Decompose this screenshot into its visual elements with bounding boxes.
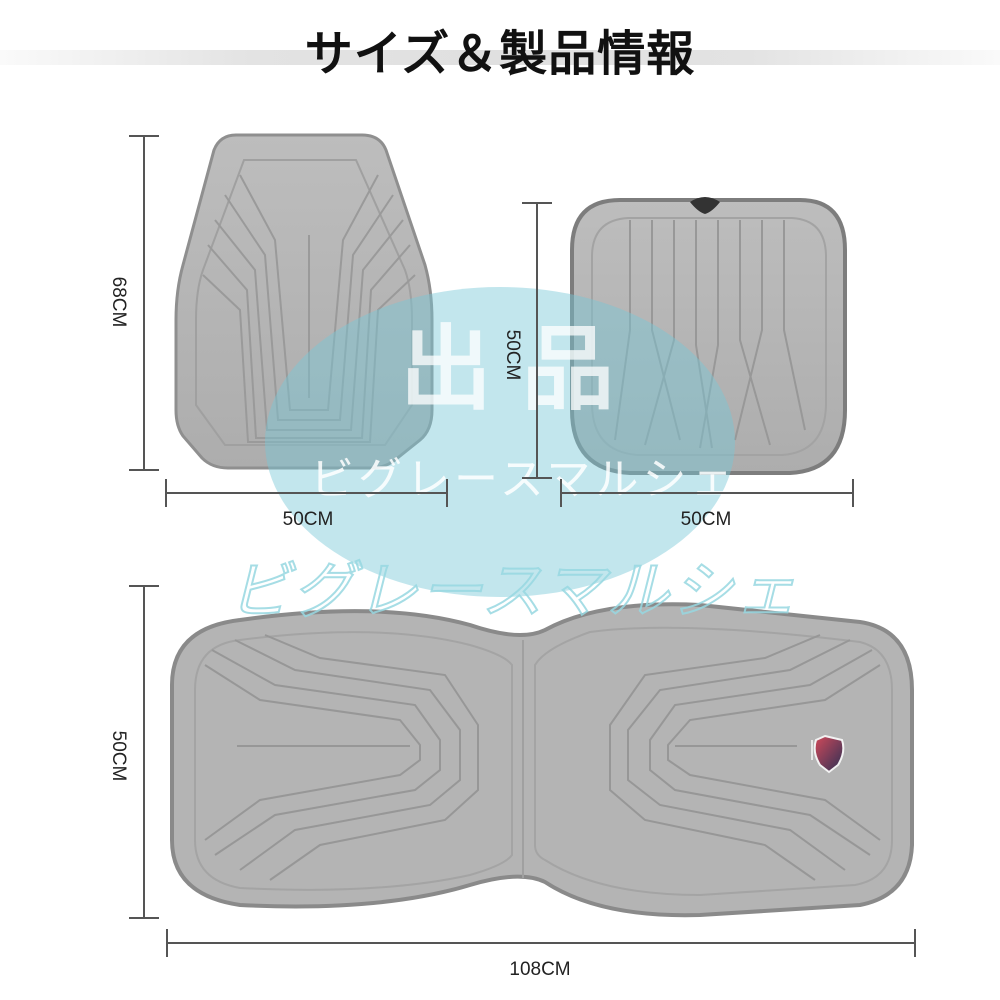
seat-width-line — [561, 492, 853, 494]
dimension-cap — [852, 479, 854, 507]
dimension-cap — [129, 585, 159, 587]
seat-height-line — [536, 203, 538, 478]
backrest-height-line — [143, 136, 145, 470]
watermark-shop-name: ビグレースマルシェ — [310, 454, 739, 505]
dimension-cap — [129, 135, 159, 137]
seat-width-label: 50CM — [680, 509, 732, 530]
backrest-cushion-image — [174, 133, 434, 470]
dimension-cap — [166, 929, 168, 957]
watermark-seller-label: 出品 — [400, 316, 645, 423]
dimension-cap — [165, 479, 167, 507]
backrest-width-line — [166, 492, 448, 494]
dimension-cap — [914, 929, 916, 957]
dimension-cap — [522, 477, 552, 479]
dimension-cap — [129, 469, 159, 471]
seat-cushion-image — [570, 197, 847, 475]
cover-width-label: 108CM — [509, 959, 571, 980]
page-title: サイズ＆製品情報 — [304, 26, 696, 82]
dimension-cap — [129, 917, 159, 919]
watermark-shop-name-outline: ビグレースマルシェ — [227, 554, 800, 627]
title-underline-bar — [0, 50, 1000, 65]
cover-height-label: 50CM — [108, 730, 129, 782]
seat-height-label: 50CM — [502, 329, 523, 381]
watermark-ellipse — [265, 287, 735, 597]
backrest-width-label: 50CM — [282, 509, 334, 530]
cover-width-line — [167, 942, 915, 944]
full-seat-cover-image — [170, 602, 914, 918]
cover-height-line — [143, 586, 145, 918]
brand-shield-logo — [811, 734, 845, 774]
backrest-height-label: 68CM — [108, 276, 129, 328]
dimension-cap — [522, 202, 552, 204]
dimension-cap — [446, 479, 448, 507]
dimension-cap — [560, 479, 562, 507]
